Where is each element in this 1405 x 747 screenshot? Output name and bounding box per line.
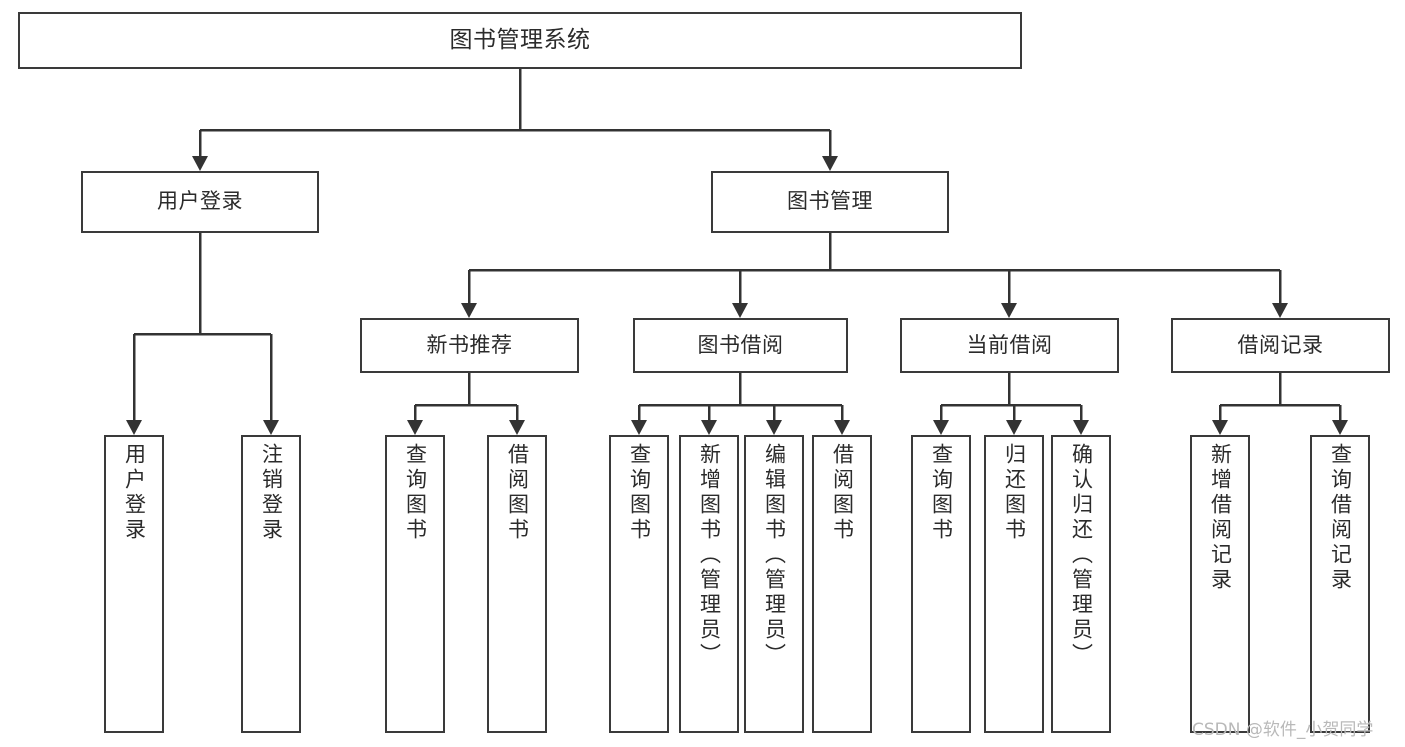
leaf-node[interactable]: 查询图书	[911, 435, 971, 733]
leaf-node-label: 确认归还（管理员）	[1069, 443, 1094, 668]
node-borrow-record[interactable]: 借阅记录	[1171, 318, 1390, 373]
leaf-node[interactable]: 新增借阅记录	[1190, 435, 1250, 733]
leaf-node[interactable]: 查询图书	[609, 435, 669, 733]
node-root[interactable]: 图书管理系统	[18, 12, 1022, 69]
leaf-node-label: 归还图书	[1002, 443, 1027, 543]
leaf-node[interactable]: 查询借阅记录	[1310, 435, 1370, 733]
node-user-login-label: 用户登录	[157, 189, 243, 214]
leaf-node[interactable]: 归还图书	[984, 435, 1044, 733]
leaf-node-label: 查询图书	[627, 443, 652, 543]
leaf-node-label: 查询图书	[929, 443, 954, 543]
node-root-label: 图书管理系统	[449, 26, 591, 53]
leaf-node[interactable]: 借阅图书	[812, 435, 872, 733]
leaf-node[interactable]: 编辑图书（管理员）	[744, 435, 804, 733]
leaf-node-label: 用户登录	[122, 443, 147, 543]
leaf-node-label: 借阅图书	[505, 443, 530, 543]
leaf-node-label: 新增借阅记录	[1208, 443, 1233, 593]
node-user-login[interactable]: 用户登录	[81, 171, 319, 233]
leaf-node[interactable]: 用户登录	[104, 435, 164, 733]
leaf-node-label: 借阅图书	[830, 443, 855, 543]
leaf-node[interactable]: 借阅图书	[487, 435, 547, 733]
leaf-node[interactable]: 查询图书	[385, 435, 445, 733]
node-current-borrow-label: 当前借阅	[966, 332, 1053, 357]
csdn-watermark: CSDN @软件_小贺同学	[1192, 720, 1374, 740]
node-new-book-recommend[interactable]: 新书推荐	[360, 318, 579, 373]
node-current-borrow[interactable]: 当前借阅	[900, 318, 1119, 373]
node-book-management[interactable]: 图书管理	[711, 171, 949, 233]
leaf-node-label: 查询图书	[403, 443, 428, 543]
leaf-node[interactable]: 确认归还（管理员）	[1051, 435, 1111, 733]
node-book-borrow-label: 图书借阅	[697, 332, 784, 357]
node-borrow-record-label: 借阅记录	[1237, 332, 1324, 357]
node-book-management-label: 图书管理	[787, 189, 873, 214]
node-new-book-recommend-label: 新书推荐	[426, 332, 513, 357]
leaf-node-label: 查询借阅记录	[1328, 443, 1353, 593]
leaf-node-label: 注销登录	[259, 443, 284, 543]
leaf-node[interactable]: 注销登录	[241, 435, 301, 733]
leaf-node[interactable]: 新增图书（管理员）	[679, 435, 739, 733]
leaf-node-label: 新增图书（管理员）	[697, 443, 722, 668]
node-book-borrow[interactable]: 图书借阅	[633, 318, 848, 373]
leaf-node-label: 编辑图书（管理员）	[762, 443, 787, 668]
